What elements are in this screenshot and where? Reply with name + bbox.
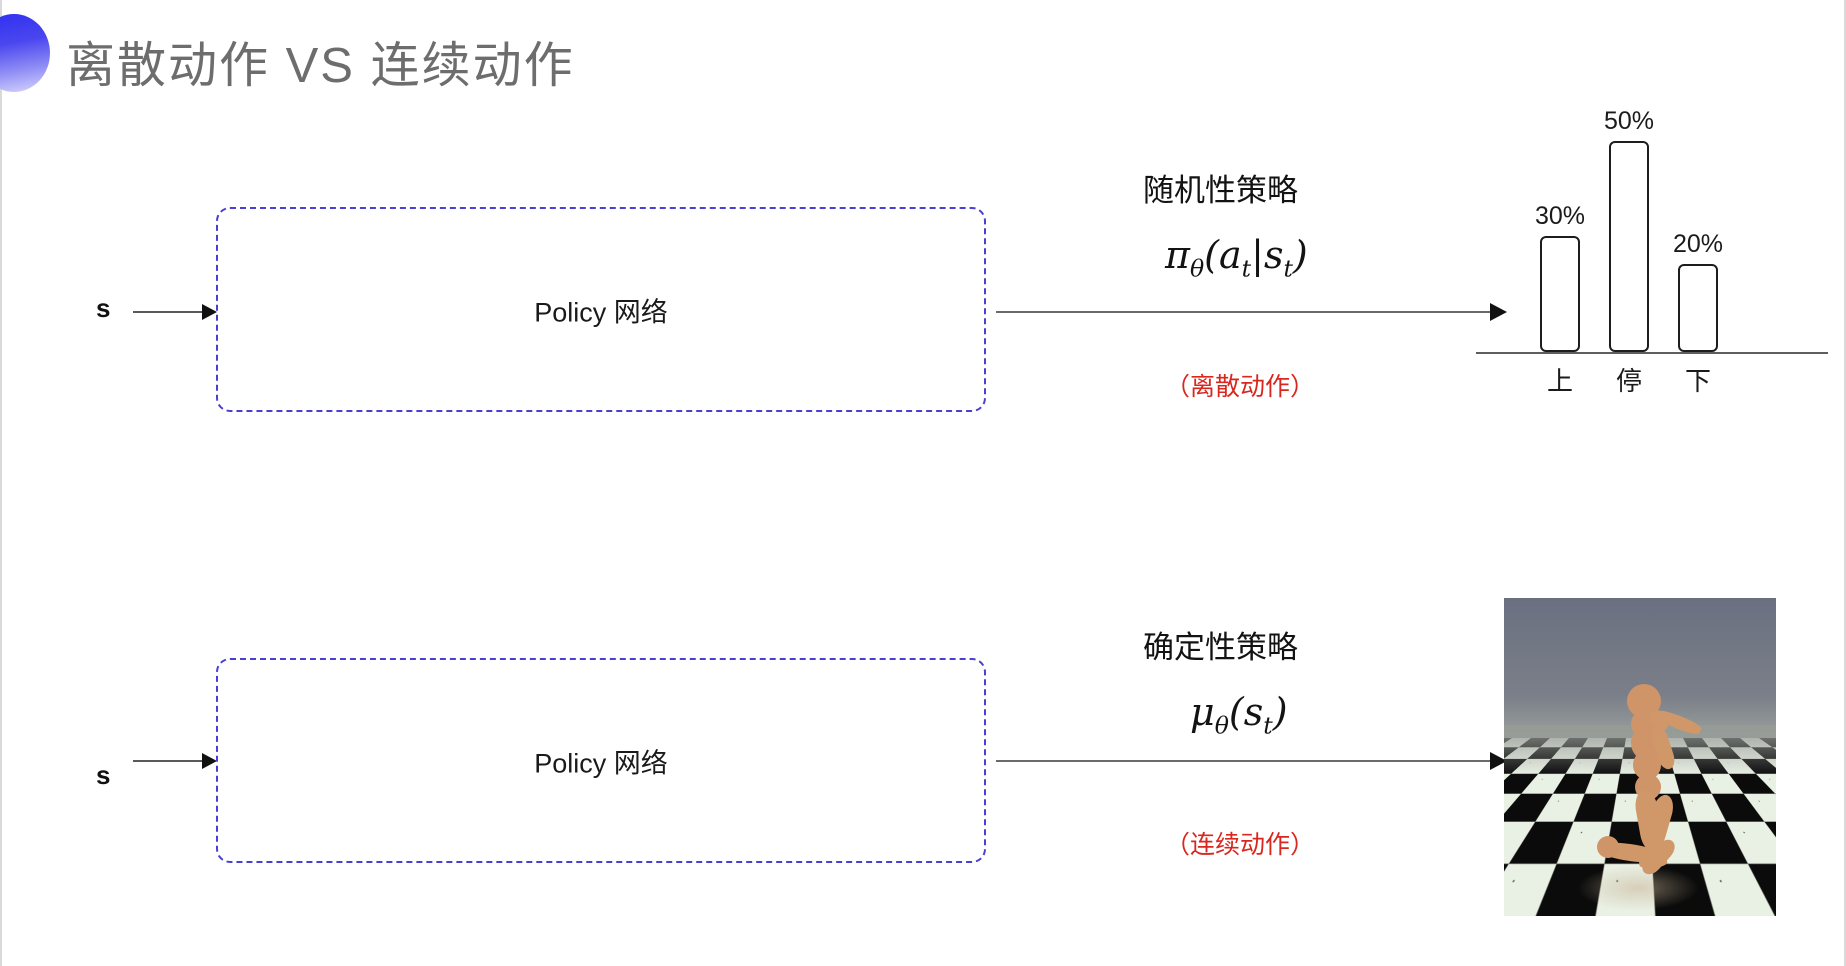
- state-label-row1: s: [96, 293, 111, 323]
- bar-category-2: 下: [1684, 366, 1711, 396]
- bar-value-1: 50%: [1603, 107, 1655, 135]
- chart-axis-line: [1476, 352, 1828, 354]
- action-probability-bar-chart: 30% 上 50% 停 20% 下: [1476, 96, 1828, 416]
- action-note-row1: （离散动作）: [1165, 373, 1316, 401]
- formula-close-row2: ): [1272, 690, 1288, 734]
- policy-formula-row2: μθ(st): [1190, 690, 1288, 740]
- formula-arg-row1: a: [1219, 233, 1242, 277]
- formula-state-sub-row1: t: [1283, 254, 1293, 283]
- formula-fn-row2: μ: [1190, 690, 1215, 734]
- bar-rect-2: [1678, 264, 1718, 352]
- policy-network-label-row2: Policy 网络: [534, 748, 668, 778]
- bar-column-0: 30%: [1532, 204, 1588, 352]
- bar-value-2: 20%: [1672, 230, 1724, 258]
- input-arrow-row1: [133, 304, 217, 320]
- bar-category-1: 停: [1615, 366, 1642, 396]
- bar-rect-1: [1609, 141, 1649, 352]
- policy-formula-row1: πθ(at|st): [1165, 233, 1308, 283]
- page-title: 离散动作 VS 连续动作: [66, 39, 575, 93]
- formula-sub-row2: θ: [1214, 711, 1229, 740]
- policy-network-box-row2[interactable]: Policy 网络: [216, 658, 986, 863]
- bar-rect-0: [1540, 236, 1580, 352]
- humanoid-right-knee: [1597, 836, 1619, 858]
- policy-network-label-row1: Policy 网络: [534, 297, 668, 327]
- output-arrow-row1: [996, 303, 1507, 321]
- bar-category-0: 上: [1546, 366, 1573, 396]
- formula-state-row1: s: [1263, 233, 1284, 277]
- bar-column-1: 50%: [1601, 109, 1657, 352]
- bar-column-2: 20%: [1670, 232, 1726, 352]
- formula-arg-sub-row1: t: [1241, 254, 1252, 283]
- formula-close-row1: ): [1292, 233, 1308, 277]
- bar-value-0: 30%: [1534, 202, 1586, 230]
- formula-bar-row1: |: [1251, 233, 1264, 277]
- humanoid-simulation-image: [1504, 598, 1776, 916]
- player-left-edge: [0, 0, 2, 966]
- action-note-row2: （连续动作）: [1165, 831, 1316, 859]
- policy-kind-row1: 随机性策略: [1143, 173, 1298, 208]
- input-arrow-row2: [133, 753, 217, 769]
- formula-sub-row1: θ: [1189, 254, 1205, 283]
- policy-network-box-row1[interactable]: Policy 网络: [216, 207, 986, 412]
- output-arrow-row2: [996, 752, 1507, 770]
- formula-fn-row1: π: [1165, 233, 1190, 277]
- formula-open-row1: (: [1204, 233, 1219, 277]
- policy-kind-row2: 确定性策略: [1143, 630, 1298, 665]
- player-right-edge: [1844, 0, 1846, 966]
- formula-arg-sub-row2: t: [1263, 711, 1273, 740]
- state-label-row2: s: [96, 760, 111, 790]
- humanoid-shadow: [1578, 866, 1698, 910]
- formula-open-row2: (: [1228, 690, 1244, 734]
- formula-arg-row2: s: [1243, 690, 1264, 734]
- title-decoration-circle: [0, 14, 50, 92]
